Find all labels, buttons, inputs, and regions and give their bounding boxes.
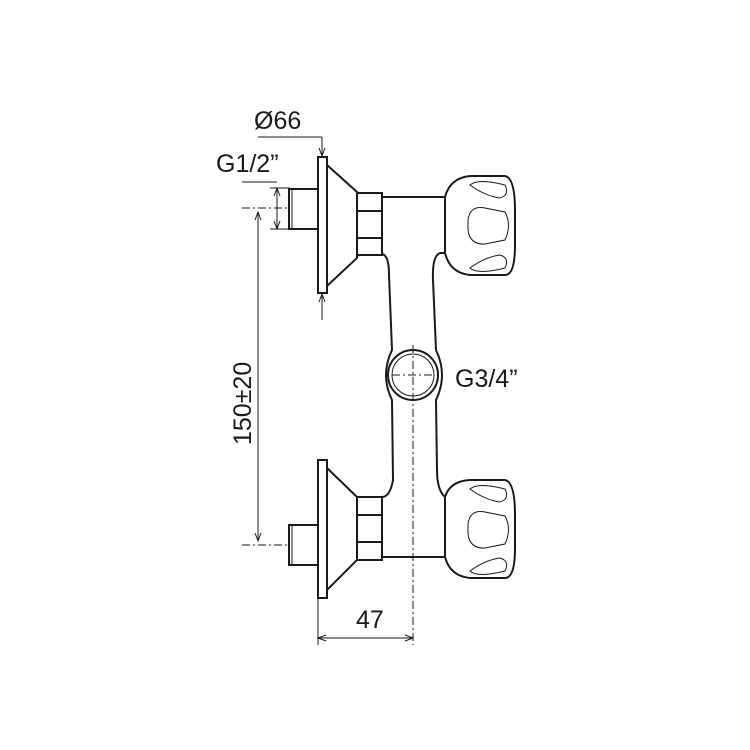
outlet-thread-label: G3/4” xyxy=(455,365,518,393)
upper-inlet-assembly xyxy=(288,156,383,294)
projection-label: 47 xyxy=(356,606,384,634)
flange-diameter-label: Ø66 xyxy=(254,107,301,135)
inlet-thread-label: G1/2” xyxy=(216,150,279,178)
inlet-thread-dimension xyxy=(242,181,290,231)
lower-inlet-assembly xyxy=(288,459,383,599)
inlet-spacing-dimension xyxy=(254,210,262,543)
inlet-spacing-label: 150±20 xyxy=(229,362,257,445)
lower-knob xyxy=(444,479,516,579)
projection-dimension xyxy=(316,598,415,645)
upper-knob xyxy=(444,175,516,276)
